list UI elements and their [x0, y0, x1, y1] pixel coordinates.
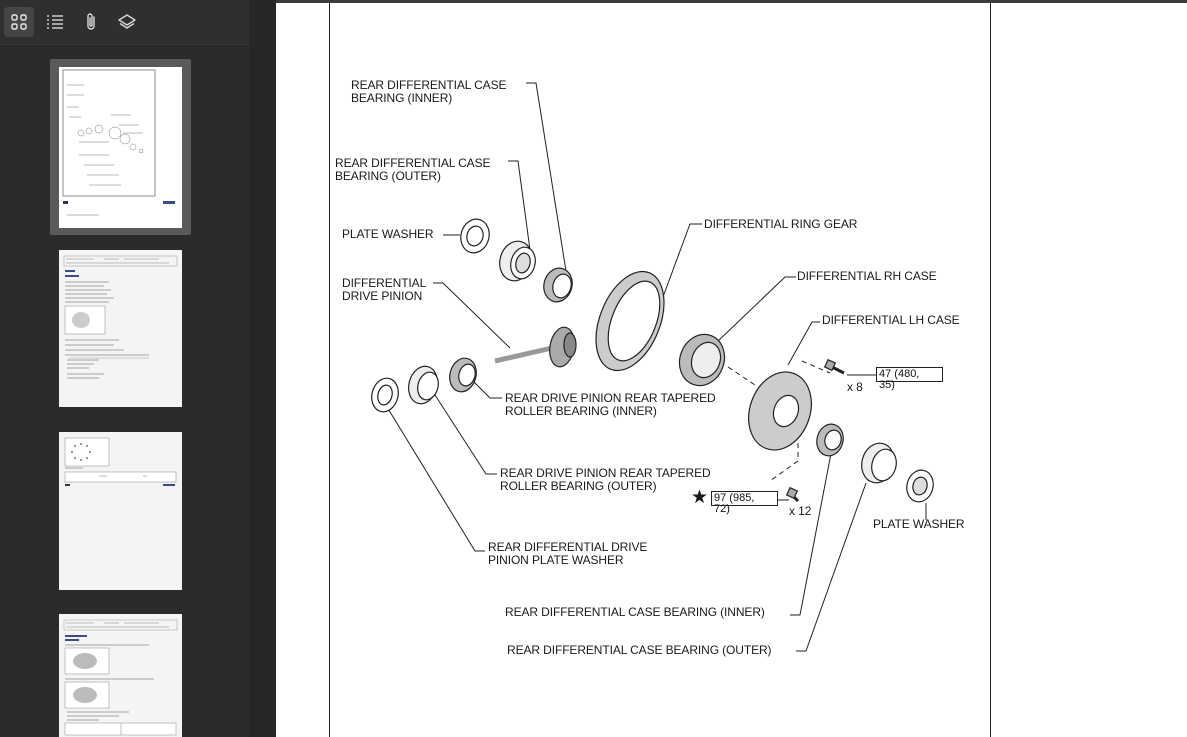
- label-ring-gear: DIFFERENTIAL RING GEAR: [704, 217, 858, 231]
- label-case-bearing-inner-bottom: REAR DIFFERENTIAL CASE BEARING (INNER): [505, 605, 765, 619]
- page-thumbnail-4[interactable]: [59, 614, 182, 737]
- attachments-view-button[interactable]: [76, 7, 106, 37]
- outline-list-icon: [47, 15, 63, 29]
- paperclip-icon: [87, 13, 95, 30]
- label-case-bearing-outer-bottom: REAR DIFFERENTIAL CASE BEARING (OUTER): [507, 643, 772, 657]
- page-thumbnail-3[interactable]: [59, 432, 182, 590]
- bolt-count-lh: x 8: [847, 380, 863, 394]
- page-thumbnail-2[interactable]: [59, 250, 182, 407]
- exploded-diagram: [371, 82, 934, 652]
- thumbnails-view-button[interactable]: [4, 7, 34, 37]
- page-thumbnail-1-preview: [62, 69, 175, 216]
- layers-view-button[interactable]: [112, 7, 142, 37]
- label-case-bearing-outer-top: REAR DIFFERENTIAL CASE BEARING (OUTER): [335, 156, 491, 183]
- label-plate-washer-left: PLATE WASHER: [342, 227, 434, 241]
- window-top-bar: [0, 0, 1187, 3]
- page-thumbnail-4-preview: [63, 619, 178, 736]
- label-lh-case: DIFFERENTIAL LH CASE: [822, 313, 960, 327]
- label-pinion-bearing-outer: REAR DRIVE PINION REAR TAPERED ROLLER BE…: [500, 466, 711, 493]
- outline-view-button[interactable]: [40, 7, 70, 37]
- document-page: REAR DIFFERENTIAL CASE BEARING (INNER) R…: [329, 3, 991, 737]
- label-case-bearing-inner-top: REAR DIFFERENTIAL CASE BEARING (INNER): [351, 78, 507, 105]
- sidebar-toolbar: [0, 0, 249, 45]
- label-pinion-plate-washer: REAR DIFFERENTIAL DRIVE PINION PLATE WAS…: [488, 540, 648, 567]
- document-viewer: REAR DIFFERENTIAL CASE BEARING (INNER) R…: [276, 3, 1187, 737]
- page-thumbnail-1[interactable]: [59, 67, 182, 228]
- label-pinion-bearing-inner: REAR DRIVE PINION REAR TAPERED ROLLER BE…: [505, 391, 716, 418]
- thumbnail-sidebar: [0, 0, 249, 737]
- page-thumbnail-3-preview: [64, 437, 177, 486]
- grid-icon: [11, 14, 27, 30]
- label-plate-washer-right: PLATE WASHER: [873, 517, 965, 531]
- bolt-count-ring: x 12: [789, 504, 812, 518]
- layers-icon: [118, 14, 136, 29]
- label-drive-pinion: DIFFERENTIAL DRIVE PINION: [342, 276, 427, 303]
- sidebar-splitter[interactable]: [249, 0, 276, 737]
- star-marker-icon: ★: [691, 487, 708, 508]
- label-rh-case: DIFFERENTIAL RH CASE: [797, 269, 937, 283]
- torque-box-ring-bolt: 97 (985, 72): [711, 491, 778, 515]
- page-thumbnail-2-preview: [63, 255, 178, 379]
- torque-box-lh-bolt: 47 (480, 35): [876, 367, 943, 391]
